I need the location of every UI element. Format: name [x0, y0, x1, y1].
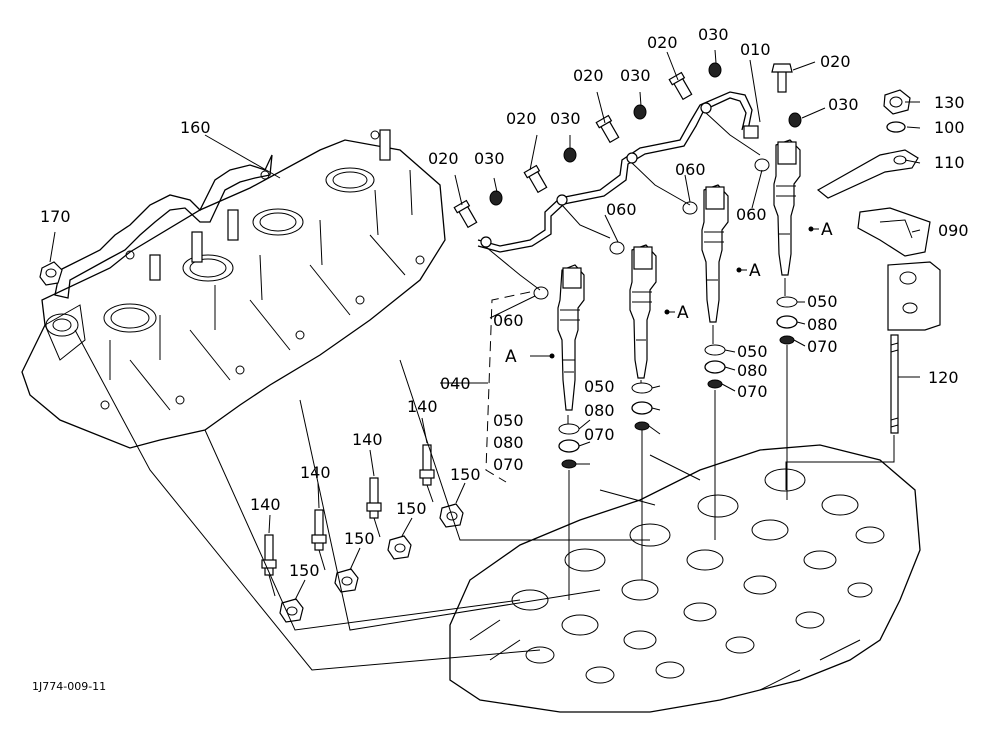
label-080-c: 080: [737, 361, 768, 380]
label-a-3: A: [749, 261, 761, 281]
glow-plugs-140: [261, 444, 435, 597]
cylinder-head-cover: [21, 129, 446, 449]
label-040: 040: [440, 374, 471, 393]
group-040-bracket: [485, 291, 531, 483]
label-a-4: A: [821, 220, 833, 240]
label-010: 010: [740, 40, 771, 59]
label-060-a: 060: [606, 200, 637, 219]
label-130: 130: [934, 93, 965, 112]
label-150-a: 150: [289, 561, 320, 580]
label-a-1: A: [505, 347, 517, 367]
injector-1: [557, 264, 585, 411]
label-060-b: 060: [675, 160, 706, 179]
label-150-c: 150: [396, 499, 427, 518]
label-080-a: 080: [493, 433, 524, 452]
leader-lines: [49, 49, 921, 601]
label-070-a: 070: [493, 455, 524, 474]
label-070-d: 070: [807, 337, 838, 356]
label-030-a: 030: [474, 149, 505, 168]
label-160: 160: [180, 118, 211, 137]
label-060-c: 060: [736, 205, 767, 224]
nut-170: [39, 261, 63, 286]
label-a-2: A: [677, 303, 689, 323]
label-020-c: 020: [573, 66, 604, 85]
injector-4: [773, 139, 801, 276]
label-080-d: 080: [807, 315, 838, 334]
label-030-e: 030: [828, 95, 859, 114]
label-140-d: 140: [407, 397, 438, 416]
label-080-b: 080: [584, 401, 615, 420]
label-030-d: 030: [698, 25, 729, 44]
label-050-c: 050: [737, 342, 768, 361]
banjo-bolts-020: [453, 63, 793, 229]
label-140-b: 140: [300, 463, 331, 482]
label-030-c: 030: [620, 66, 651, 85]
label-120: 120: [928, 368, 959, 387]
label-020-d: 020: [647, 33, 678, 52]
label-090: 090: [938, 221, 969, 240]
label-100: 100: [934, 118, 965, 137]
label-070-b: 070: [584, 425, 615, 444]
label-020-b: 020: [506, 109, 537, 128]
document-code: 1J774-009-11: [32, 680, 106, 693]
label-050-d: 050: [807, 292, 838, 311]
label-150-d: 150: [450, 465, 481, 484]
reference-a-markers: [530, 226, 819, 359]
part-labels: 160 170 020 030 020 030 020 030 020 030 …: [32, 25, 969, 693]
washers-030: [489, 62, 802, 206]
label-060-d: 060: [493, 311, 524, 330]
label-140-a: 140: [250, 495, 281, 514]
label-070-c: 070: [737, 382, 768, 401]
label-020-e: 020: [820, 52, 851, 71]
injector-3: [701, 184, 729, 323]
reference-lines: [74, 329, 701, 671]
bracket-160: [54, 154, 273, 299]
label-030-b: 030: [550, 109, 581, 128]
label-050-a: 050: [493, 411, 524, 430]
clamp-parts: [785, 89, 941, 490]
assembly-lines: [567, 278, 788, 600]
nuts-150: [279, 503, 464, 623]
label-020-a: 020: [428, 149, 459, 168]
label-140-c: 140: [352, 430, 383, 449]
cylinder-head: [449, 444, 921, 713]
label-170: 170: [40, 207, 71, 226]
label-110: 110: [934, 153, 965, 172]
injection-pipes-010: [477, 91, 761, 291]
injector-2: [629, 244, 657, 379]
label-150-b: 150: [344, 529, 375, 548]
label-050-b: 050: [584, 377, 615, 396]
